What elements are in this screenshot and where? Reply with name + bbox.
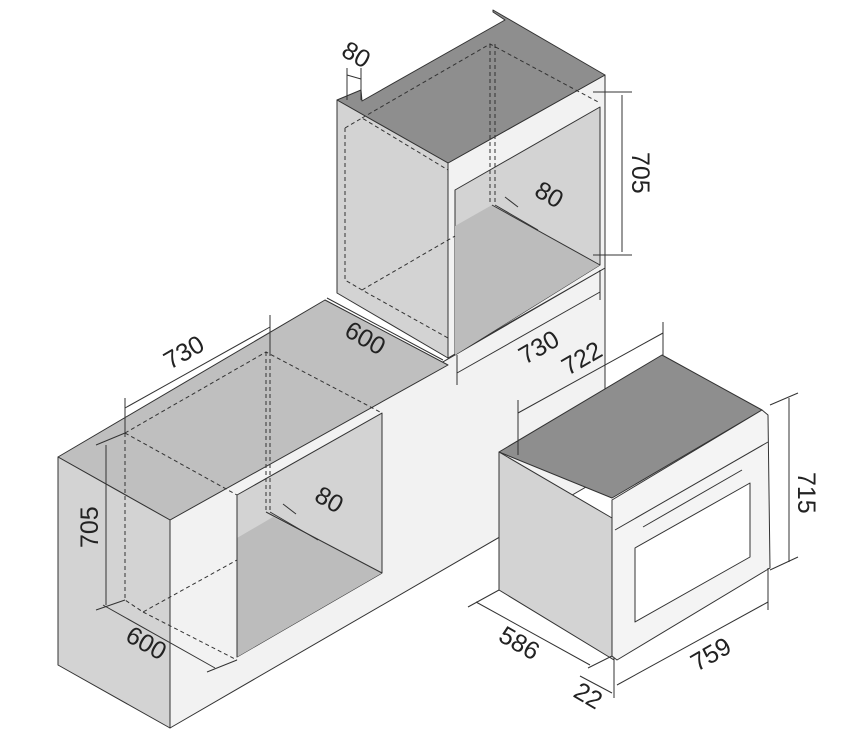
base-cabinet — [57, 267, 606, 729]
label-tall-rear-gap: 80 — [337, 36, 375, 74]
control-strip-line — [614, 441, 769, 531]
label-base-width: 730 — [159, 330, 209, 375]
label-oven-front-width: 759 — [686, 632, 736, 677]
oven-window — [634, 482, 751, 623]
tall-opening-floor — [455, 205, 600, 355]
label-tall-height: 705 — [626, 152, 654, 194]
oven-handle — [642, 469, 743, 528]
oven — [498, 354, 771, 661]
base-opening-floor — [237, 517, 382, 657]
label-base-height: 705 — [76, 506, 104, 548]
base-side — [57, 456, 171, 729]
label-oven-depth: 586 — [494, 621, 544, 666]
label-oven-height: 715 — [792, 472, 820, 514]
dimension-lines — [95, 68, 799, 698]
tall-cabinet — [336, 9, 606, 359]
label-front-thickness: 22 — [569, 677, 607, 715]
tall-side — [336, 99, 449, 359]
